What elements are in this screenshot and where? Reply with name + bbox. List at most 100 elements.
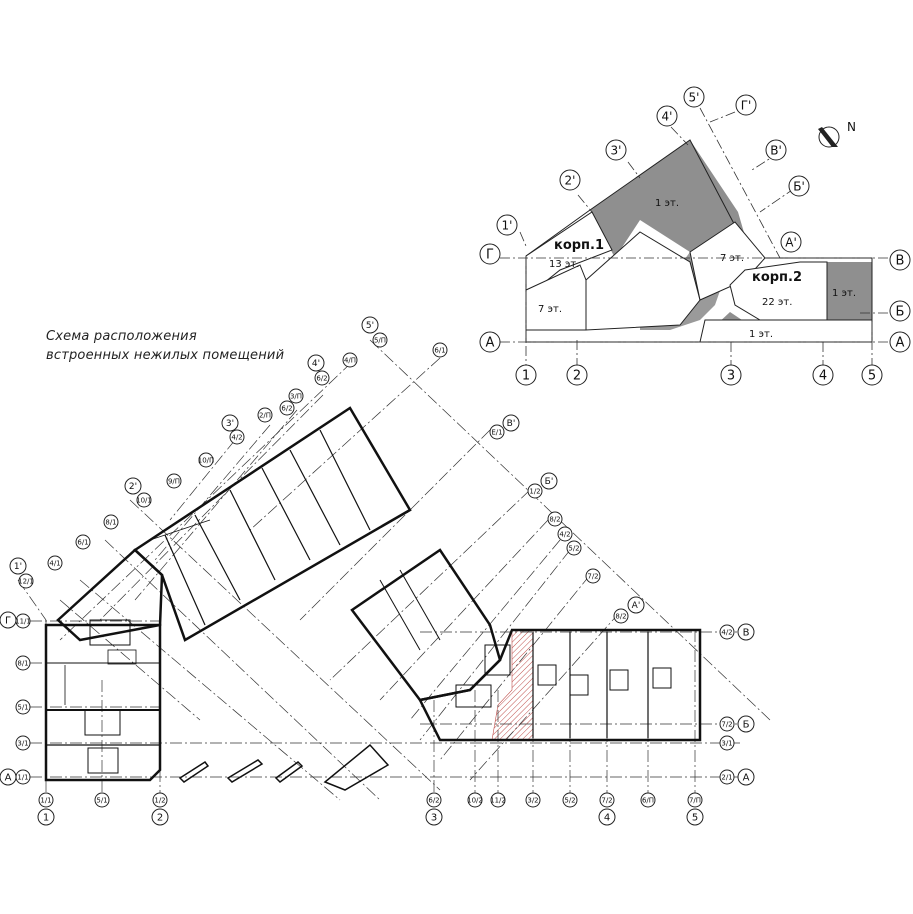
key-plan-axis-a-right: А bbox=[889, 331, 911, 353]
zone-label-1-floor-bottom: 1 эт. bbox=[749, 329, 773, 340]
key-plan-axis-rot-letter-4: А' bbox=[780, 231, 802, 253]
key-plan-axis-rot-letter-1-label: Г' bbox=[741, 98, 752, 112]
plan-axis-main-1-label: 1 bbox=[43, 813, 49, 824]
key-plan-bottom-strip bbox=[699, 319, 873, 343]
highlighted-premises bbox=[491, 629, 534, 741]
key-plan-axis-5-label: 5 bbox=[868, 369, 876, 384]
plan-axis-rot-top-1: 5' bbox=[361, 316, 379, 334]
plan-axis-rot-right-8-label: 7/2 bbox=[587, 573, 598, 581]
key-plan-axis-1-label: 1 bbox=[522, 369, 530, 384]
plan-axis-rot-top-5-label: 4/П bbox=[344, 357, 356, 365]
plan-axis-rot-right-6: 4/2 bbox=[557, 526, 573, 542]
plan-axis-right-main-2-label: Б bbox=[743, 720, 750, 731]
key-plan-axis-rot-num-3: 3' bbox=[605, 139, 627, 161]
plan-axis-rot-top-16-label: 8/1 bbox=[105, 519, 116, 527]
plan-axis-left-sub-3: 5/1 bbox=[15, 699, 31, 715]
plan-axis-right-sub-3-label: 3/1 bbox=[721, 740, 732, 748]
key-plan-axis-v-label: В bbox=[896, 254, 905, 269]
plan-axis-sub-9-label: 7/2 bbox=[601, 797, 612, 805]
key-plan-axis-rot-letter-3: Б' bbox=[788, 175, 810, 197]
plan-axis-rot-right-5: 8/2 bbox=[547, 511, 563, 527]
plan-axis-rot-top-1-label: 5' bbox=[366, 321, 374, 331]
grid-lines bbox=[17, 339, 771, 801]
plan-axis-right-main-3-label: А bbox=[743, 773, 750, 784]
plan-axis-left-sub-4-label: 3/1 bbox=[17, 740, 28, 748]
plan-axis-rot-right-8: 7/2 bbox=[585, 568, 601, 584]
plan-axis-right-sub-1-label: 4/2 bbox=[721, 629, 732, 637]
scheme-title: Схема расположения встроенных нежилых по… bbox=[46, 327, 284, 365]
plan-axis-right-sub-2: 7/2 bbox=[719, 716, 735, 732]
key-plan-axis-rot-num-5: 5' bbox=[683, 86, 705, 108]
plan-axis-main-3: 3 bbox=[425, 808, 443, 826]
plan-axis-rot-top-2-label: 5/П bbox=[374, 337, 386, 345]
plan-axis-rot-top-10-label: 3' bbox=[226, 419, 234, 429]
plan-axis-main-2: 2 bbox=[151, 808, 169, 826]
key-plan-axis-2: 2 bbox=[566, 364, 588, 386]
plan-axis-rot-right-7-label: 5/2 bbox=[568, 545, 579, 553]
plan-axis-left-g: Г bbox=[0, 611, 17, 629]
plan-axis-rot-right-3-label: Б' bbox=[545, 477, 554, 487]
plan-axis-rot-top-18: 4/1 bbox=[47, 555, 63, 571]
plan-axis-rot-top-7: 3/П bbox=[288, 388, 304, 404]
key-plan-axis-5: 5 bbox=[861, 364, 883, 386]
plan-axis-rot-top-8: 6/2 bbox=[279, 400, 295, 416]
plan-axis-rot-top-9-label: 2/П bbox=[259, 412, 271, 420]
key-plan-axis-v: В bbox=[889, 249, 911, 271]
plan-axis-left-sub-1: 11/1 bbox=[15, 613, 31, 629]
plan-axis-rot-right-4-label: 1/2 bbox=[529, 488, 540, 496]
building-2-plan bbox=[178, 548, 702, 791]
plan-axis-rot-top-15: 10/1 bbox=[136, 492, 152, 508]
plan-axis-left-a-label: А bbox=[5, 773, 12, 784]
plan-axis-sub-10-label: 6/П bbox=[642, 797, 654, 805]
key-plan-axis-rot-num-4-label: 4' bbox=[662, 109, 673, 123]
key-plan-axis-rot-num-4: 4' bbox=[656, 105, 678, 127]
plan-axis-sub-6-label: 11/2 bbox=[490, 797, 506, 805]
key-plan-axis-rot-letter-3-label: Б' bbox=[793, 179, 805, 193]
plan-axis-rot-top-15-label: 10/1 bbox=[136, 497, 152, 505]
plan-axis-sub-4: 6/2 bbox=[426, 792, 442, 808]
key-plan-axis-rot-num-2-label: 2' bbox=[565, 173, 576, 187]
building-2-name: корп.2 bbox=[752, 270, 802, 285]
plan-axis-sub-7-label: 3/2 bbox=[527, 797, 538, 805]
plan-axis-rot-right-5-label: 8/2 bbox=[549, 516, 560, 524]
key-plan-axis-3-label: 3 bbox=[727, 369, 735, 384]
plan-axis-right-main-1-label: В bbox=[743, 628, 750, 639]
plan-axis-sub-3-label: 1/2 bbox=[154, 797, 165, 805]
plan-axis-left-a: А bbox=[0, 768, 17, 786]
key-plan-shaded-top bbox=[590, 140, 752, 260]
plan-axis-rot-top-8-label: 6/2 bbox=[281, 405, 292, 413]
plan-axis-rot-top-14-label: 2' bbox=[129, 482, 137, 492]
plan-axis-left-sub-5-label: 1/1 bbox=[17, 774, 28, 782]
scheme-title-line-1: Схема расположения bbox=[46, 329, 197, 344]
plan-axis-left-sub-5: 1/1 bbox=[15, 769, 31, 785]
key-plan-axis-g-left-label: Г bbox=[486, 248, 494, 263]
key-plan-shaded-right bbox=[827, 262, 872, 320]
plan-axis-sub-3: 1/2 bbox=[152, 792, 168, 808]
key-plan-axis-4: 4 bbox=[812, 364, 834, 386]
key-plan-axis-4-label: 4 bbox=[819, 369, 827, 384]
plan-axis-sub-7: 3/2 bbox=[525, 792, 541, 808]
plan-axis-rot-top-12-label: 10/П bbox=[198, 457, 215, 465]
plan-axis-rot-top-20-label: 12/1 bbox=[18, 578, 34, 586]
key-plan-axis-rot-letter-4-label: А' bbox=[785, 235, 797, 249]
plan-axis-rot-top-2: 5/П bbox=[372, 332, 388, 348]
plan-axis-right-sub-4: 2/1 bbox=[719, 769, 735, 785]
plan-axis-rot-top-19: 1' bbox=[9, 557, 27, 575]
plan-axis-rot-top-9: 2/П bbox=[257, 407, 273, 423]
plan-axis-rot-top-14: 2' bbox=[124, 477, 142, 495]
plan-axis-rot-right-9: 8/2 bbox=[613, 608, 629, 624]
key-plan-axis-rot-num-3-label: 3' bbox=[611, 143, 622, 157]
plan-axis-sub-8: 5/2 bbox=[562, 792, 578, 808]
plan-axis-sub-8-label: 5/2 bbox=[564, 797, 575, 805]
key-plan-axis-a-left: А bbox=[479, 331, 501, 353]
plan-axis-rot-right-2-label: Е/1 bbox=[491, 429, 502, 437]
key-plan-axis-rot-num-5-label: 5' bbox=[689, 90, 700, 104]
plan-axis-rot-right-1-label: В' bbox=[507, 419, 516, 429]
plan-axis-rot-top-19-label: 1' bbox=[14, 562, 22, 572]
plan-axis-main-5: 5 bbox=[686, 808, 704, 826]
plan-axis-right-sub-4-label: 2/1 bbox=[721, 774, 732, 782]
